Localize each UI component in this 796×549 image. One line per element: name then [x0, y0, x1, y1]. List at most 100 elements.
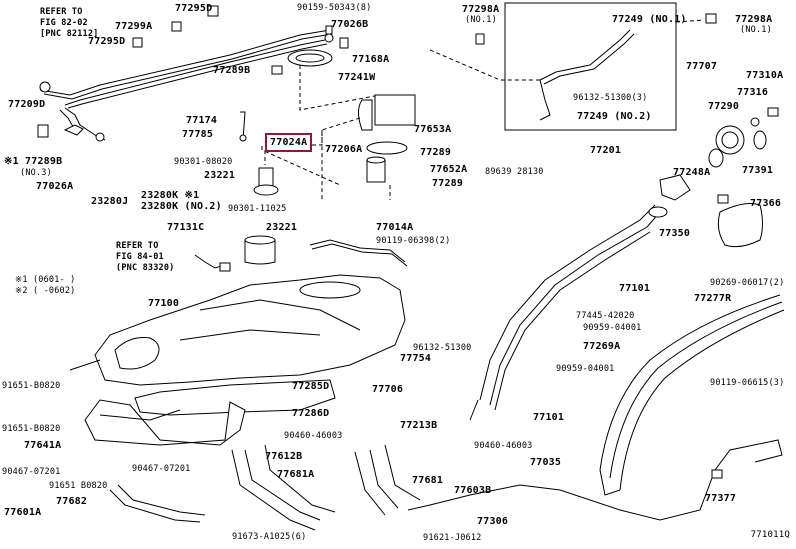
part-label-77391[interactable]: 77391 [742, 165, 774, 176]
figure-id: 771011Q [750, 530, 790, 540]
part-label-77377[interactable]: 77377 [705, 493, 737, 504]
part-label-23280J[interactable]: 23280J [91, 196, 129, 207]
sensor-wire [194, 254, 231, 272]
tube-subassembly-box [429, 2, 705, 131]
part-label-90269-06017[interactable]: 90269-06017(2) [710, 278, 785, 288]
part-label-90467-07201-b[interactable]: 90467-07201 [132, 464, 191, 474]
part-label-89639[interactable]: 89639 [485, 167, 512, 177]
part-label-77681[interactable]: 77681 [412, 475, 444, 486]
part-label-77366[interactable]: 77366 [750, 198, 782, 209]
part-label-77248A[interactable]: 77248A [673, 167, 711, 178]
part-label-77316[interactable]: 77316 [737, 87, 769, 98]
part-label-77652A[interactable]: 77652A [430, 164, 468, 175]
part-label-77035[interactable]: 77035 [530, 457, 562, 468]
part-label-77209D[interactable]: 77209D [8, 99, 46, 110]
part-label-90119-06398[interactable]: 90119-06398(2) [376, 236, 451, 246]
part-label-96132-51300[interactable]: 96132-51300 [413, 343, 472, 353]
part-label-96132-51300-3[interactable]: 96132-51300(3) [573, 93, 648, 103]
part-label-77289-b[interactable]: 77289 [432, 178, 464, 189]
part-label-77641A[interactable]: 77641A [24, 440, 62, 451]
fuel-filler-door [717, 194, 763, 248]
fuel-pump-ring [287, 49, 381, 111]
part-label-90959-04001-b[interactable]: 90959-04001 [556, 364, 615, 374]
part-label-77024A-highlighted[interactable]: 77024A [264, 133, 313, 152]
part-label-77026B[interactable]: 77026B [331, 19, 369, 30]
reference-line-1: REFER TO [116, 241, 159, 251]
fuel-tube-assembly [37, 29, 333, 142]
reference-line-2: FIG 82-02 [40, 18, 88, 28]
part-label-90119-06615[interactable]: 90119-06615(3) [710, 378, 785, 388]
part-label-77310A[interactable]: 77310A [746, 70, 784, 81]
part-label-77249-no1[interactable]: 77249 (NO.1) [612, 14, 687, 25]
part-label-91651-B0820-a[interactable]: 91651-B0820 [2, 381, 61, 391]
part-label-77014A[interactable]: 77014A [376, 222, 414, 233]
part-label-77350[interactable]: 77350 [659, 228, 691, 239]
part-label-28130[interactable]: 28130 [517, 167, 544, 177]
part-label-77026A[interactable]: 77026A [36, 181, 74, 192]
part-label-77295D[interactable]: 77295D [88, 36, 126, 47]
fuel-tank [69, 239, 408, 386]
part-label-77213B[interactable]: 77213B [400, 420, 438, 431]
part-label-77277R[interactable]: 77277R [694, 293, 732, 304]
part-label-77289B-no3[interactable]: ※1 77289B [4, 156, 63, 167]
part-label-91651-B0820-c[interactable]: 91651 B0820 [49, 481, 108, 491]
part-label-90301-11025[interactable]: 90301-11025 [228, 204, 287, 214]
part-label-77707[interactable]: 77707 [686, 61, 718, 72]
part-label-77285D[interactable]: 77285D [292, 381, 330, 392]
footnote-2: ※2 ( -0602) [15, 286, 76, 296]
part-label-90159-50343[interactable]: 90159-50343(8) [297, 3, 372, 13]
part-label-90301-08020[interactable]: 90301-08020 [174, 157, 233, 167]
part-label-77603B[interactable]: 77603B [454, 485, 492, 496]
fuel-pump-assembly [321, 94, 416, 200]
part-label-23280K-2[interactable]: 23280K (NO.2) [141, 201, 222, 212]
part-label-77295D-top[interactable]: 77295D [175, 3, 213, 14]
part-label-77785[interactable]: 77785 [182, 129, 214, 140]
part-label-77682[interactable]: 77682 [56, 496, 88, 507]
part-label-77168A[interactable]: 77168A [352, 54, 390, 65]
part-label-77653A[interactable]: 77653A [414, 124, 452, 135]
part-label-77206A[interactable]: 77206A [325, 144, 363, 155]
part-label-77612B[interactable]: 77612B [265, 451, 303, 462]
part-label-77706[interactable]: 77706 [372, 384, 404, 395]
reference-line-3: (PNC 83320) [116, 263, 175, 273]
part-label-77601A[interactable]: 77601A [4, 507, 42, 518]
part-label-77286D[interactable]: 77286D [292, 408, 330, 419]
part-label-77290[interactable]: 77290 [708, 101, 740, 112]
part-label-90467-07201-a[interactable]: 90467-07201 [2, 467, 61, 477]
part-label-77306[interactable]: 77306 [477, 516, 509, 527]
part-label-77754[interactable]: 77754 [400, 353, 432, 364]
part-label-77681A[interactable]: 77681A [277, 469, 315, 480]
part-label-77298A-left-sub: (NO.1) [465, 15, 497, 25]
part-label-90460-46003-a[interactable]: 90460-46003 [284, 431, 343, 441]
part-label-77101-a[interactable]: 77101 [619, 283, 651, 294]
part-label-91673-A1025[interactable]: 91673-A1025(6) [232, 532, 307, 542]
pump-cover [244, 235, 276, 265]
part-label-77100[interactable]: 77100 [148, 298, 180, 309]
part-label-77269A[interactable]: 77269A [583, 341, 621, 352]
part-label-23221-b[interactable]: 23221 [266, 222, 298, 233]
reference-note-fig-84-01: REFER TO FIG 84-01 (PNC 83320) [116, 241, 175, 274]
part-label-23221-a[interactable]: 23221 [204, 170, 236, 181]
part-label-77101-b[interactable]: 77101 [533, 412, 565, 423]
part-label-77289-a[interactable]: 77289 [420, 147, 452, 158]
clips [132, 5, 717, 75]
reference-line-3: [PNC 82112] [40, 29, 99, 39]
part-label-77298A-right[interactable]: 77298A [735, 14, 773, 25]
part-label-23280K-1[interactable]: 23280K ※1 [141, 190, 200, 201]
part-label-77249-no2[interactable]: 77249 (NO.2) [577, 111, 652, 122]
part-label-77299A[interactable]: 77299A [115, 21, 153, 32]
part-label-90460-46003-b[interactable]: 90460-46003 [474, 441, 533, 451]
part-label-77445-42020[interactable]: 77445-42020 [576, 311, 635, 321]
filler-neck [469, 174, 691, 421]
part-label-77174[interactable]: 77174 [186, 115, 218, 126]
footnote-1: ※1 (0601- ) [15, 275, 76, 285]
part-label-77241W[interactable]: 77241W [338, 72, 376, 83]
part-label-90959-04001-a[interactable]: 90959-04001 [583, 323, 642, 333]
part-label-77298A-left[interactable]: 77298A [462, 4, 500, 15]
part-label-91621-J0612[interactable]: 91621-J0612 [423, 533, 482, 543]
part-label-77201[interactable]: 77201 [590, 145, 622, 156]
part-label-77131C[interactable]: 77131C [167, 222, 205, 233]
part-label-77289B[interactable]: 77289B [213, 65, 251, 76]
part-label-91651-B0820-b[interactable]: 91651-B0820 [2, 424, 61, 434]
